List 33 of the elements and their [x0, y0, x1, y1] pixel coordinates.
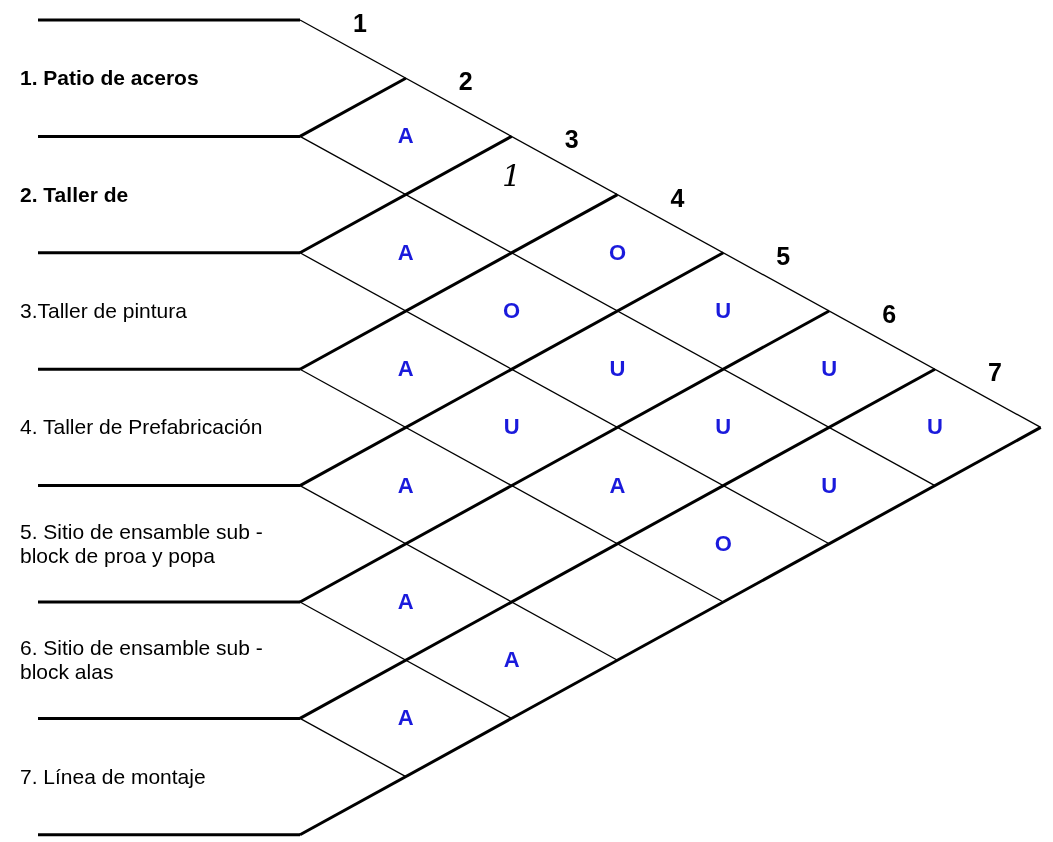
- relationship-code: U: [609, 356, 626, 383]
- department-number: 3: [564, 124, 579, 154]
- relationship-code: A: [609, 472, 626, 499]
- relationship-code: O: [608, 239, 626, 266]
- relationship-code: O: [503, 298, 521, 324]
- department-number: 7: [987, 357, 1002, 387]
- relationship-code: A: [397, 589, 414, 615]
- relationship-code: U: [715, 414, 732, 441]
- department-number: 6: [882, 299, 897, 329]
- relationship-code: A: [503, 647, 520, 674]
- department-name: 1. Patio de aceros: [20, 66, 200, 91]
- relationship-code: U: [503, 414, 520, 441]
- relationship-code: A: [397, 705, 414, 732]
- relationship-code: U: [926, 414, 943, 441]
- department-name: 4. Taller de Prefabricación: [20, 415, 264, 440]
- relationship-code: O: [714, 530, 732, 557]
- relationship-code: U: [715, 298, 732, 324]
- department-name: 6. Sitio de ensamble sub -block alas: [20, 636, 264, 685]
- department-number: 5: [776, 241, 791, 271]
- relationship-code: A: [397, 472, 414, 499]
- relationship-code: A: [397, 356, 414, 383]
- relationship-code: U: [821, 472, 837, 499]
- department-name: 3.Taller de pintura: [20, 299, 188, 323]
- handwritten-mark: 1: [502, 157, 522, 193]
- department-number: 2: [458, 66, 473, 96]
- department-name: 5. Sitio de ensamble sub -block de proa y popa: [20, 519, 264, 568]
- department-name: 7. Línea de montaje: [20, 764, 207, 789]
- department-number: 4: [670, 183, 685, 213]
- department-number: 1: [353, 8, 367, 38]
- relationship-code: A: [397, 239, 414, 266]
- relationship-code: A: [397, 123, 414, 150]
- department-name: 2. Taller de: [20, 182, 130, 207]
- relationship-code: U: [821, 356, 837, 383]
